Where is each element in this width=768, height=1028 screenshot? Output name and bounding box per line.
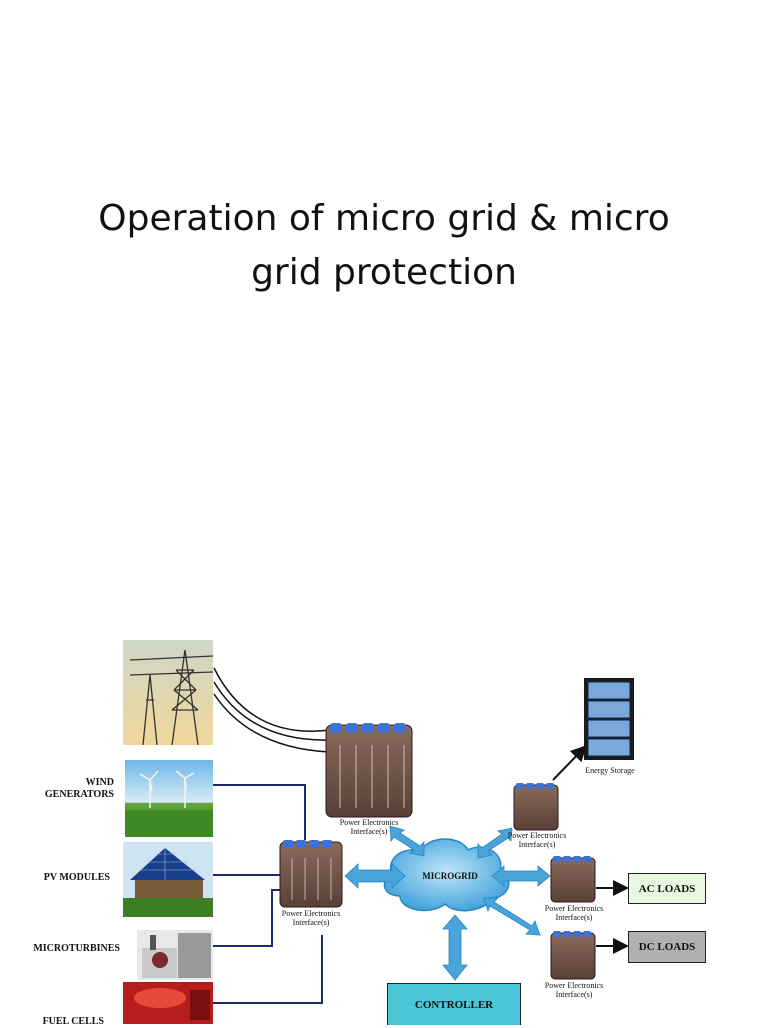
pe-module-left bbox=[279, 840, 343, 908]
pe-module-dc bbox=[550, 931, 596, 980]
ac-loads-box: AC LOADS bbox=[628, 873, 706, 904]
diagram-graphics bbox=[123, 640, 634, 1024]
dc-loads-box: DC LOADS bbox=[628, 931, 706, 963]
wind-generators-image bbox=[125, 760, 213, 837]
fuel-cells-image bbox=[123, 982, 213, 1024]
pe-module-storage bbox=[513, 783, 559, 831]
microturbines-label: MICROTURBINES bbox=[33, 943, 120, 954]
title-line-1: Operation of micro grid & micro bbox=[98, 198, 670, 239]
energy-storage-image bbox=[584, 678, 634, 760]
microturbines-image bbox=[137, 930, 213, 980]
source-wiring bbox=[213, 784, 323, 1004]
energy-storage-label: Energy Storage bbox=[585, 766, 635, 775]
microgrid-diagram: WIND GENERATORS PV MODULES MICROTURBINES… bbox=[0, 630, 768, 1027]
wind-generators-label: WIND GENERATORS bbox=[44, 777, 114, 800]
storage-arrow bbox=[552, 745, 587, 781]
slide-title: Operation of micro grid & micro grid pro… bbox=[40, 192, 728, 300]
title-line-2: grid protection bbox=[251, 252, 517, 293]
flow-arrows bbox=[344, 825, 551, 981]
pv-modules-image bbox=[123, 842, 213, 917]
pe-module-top bbox=[325, 723, 413, 818]
controller-box: CONTROLLER bbox=[387, 983, 521, 1025]
microgrid-label: MICROGRID bbox=[422, 871, 478, 881]
grid-feed-lines bbox=[213, 667, 331, 753]
pv-modules-label: PV MODULES bbox=[43, 872, 110, 883]
pe-module-ac bbox=[550, 856, 596, 903]
fuel-cells-label: FUEL CELLS bbox=[42, 1016, 104, 1027]
power-grid-image bbox=[123, 640, 214, 746]
